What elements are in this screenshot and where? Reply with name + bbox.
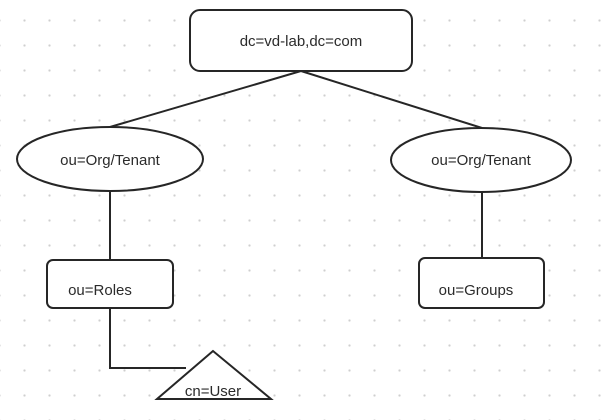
node-org-left-shape (16, 126, 204, 192)
edge-root-to-org-left (109, 70, 302, 128)
node-user-label: cn=User (185, 383, 241, 400)
node-user[interactable]: cn=User (154, 349, 274, 400)
node-roles-shape (46, 259, 174, 309)
node-root-label: dc=vd-lab,dc=com (240, 33, 363, 50)
edge-root-to-org-right (300, 70, 483, 129)
node-org-right[interactable]: ou=Org/Tenant (390, 127, 572, 193)
node-roles[interactable]: ou=Roles (46, 259, 174, 309)
node-org-right-label: ou=Org/Tenant (431, 152, 531, 169)
node-root[interactable]: dc=vd-lab,dc=com (189, 9, 413, 72)
connectors (109, 70, 483, 369)
node-roles-label: ou=Roles (68, 282, 132, 299)
node-groups[interactable]: ou=Groups (418, 257, 545, 309)
node-groups-shape (418, 257, 545, 309)
edge-roles-to-user (109, 308, 186, 369)
node-groups-label: ou=Groups (439, 282, 514, 299)
node-org-left[interactable]: ou=Org/Tenant (16, 126, 204, 192)
node-root-shape (189, 9, 413, 72)
node-org-right-shape (390, 127, 572, 193)
node-org-left-label: ou=Org/Tenant (60, 152, 160, 169)
node-user-shape (154, 349, 274, 400)
